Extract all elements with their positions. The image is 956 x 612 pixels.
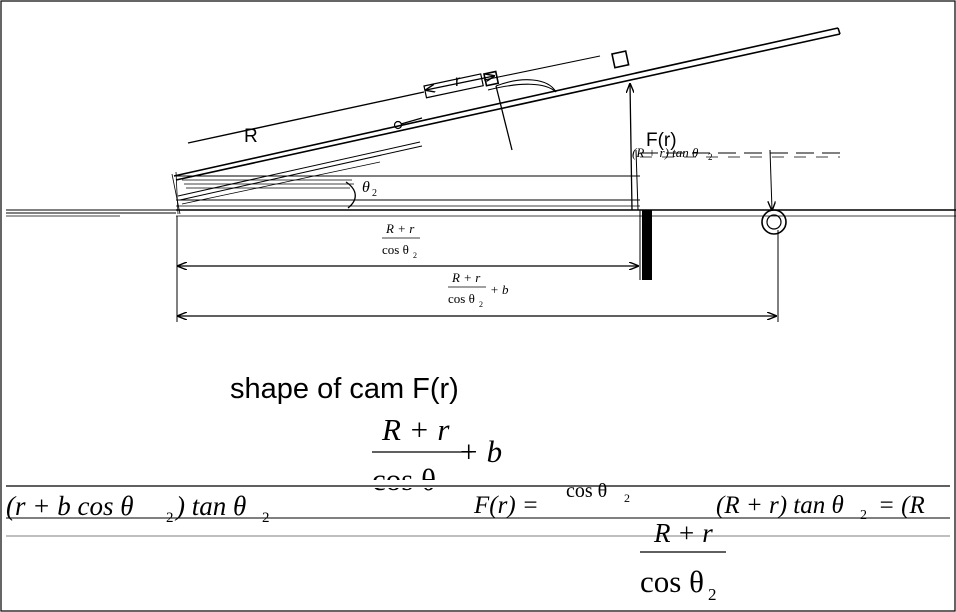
equation-right-tail: = (R xyxy=(878,492,925,519)
label-tan-fragment-sub: 2 xyxy=(708,152,713,162)
caption-title: shape of cam F(r) xyxy=(230,373,459,405)
svg-text:R + r: R + r xyxy=(451,270,481,285)
perpendicular-lines xyxy=(495,84,639,211)
dimension-1-label: R + r cos θ 2 xyxy=(382,221,420,260)
svg-text:cos θ: cos θ xyxy=(372,462,436,497)
label-theta: θ xyxy=(362,179,370,196)
label-tan-fragment: (R + r) tan θ xyxy=(632,145,699,160)
label-r: r xyxy=(455,73,461,90)
equation-left: (r + b cos θ xyxy=(6,491,133,521)
horizontal-rail xyxy=(176,152,840,207)
svg-text:cos θ: cos θ xyxy=(382,242,409,257)
cam-guide xyxy=(483,50,630,93)
svg-text:R + r: R + r xyxy=(653,518,713,548)
label-R: R xyxy=(244,126,258,147)
dimension-2-label: R + r cos θ 2 + b xyxy=(448,270,509,309)
svg-text:2: 2 xyxy=(413,251,417,260)
equation-right-sub: 2 xyxy=(860,508,867,523)
equation-bottom-fraction: R + r cos θ 2 xyxy=(640,518,726,604)
stopper-block xyxy=(642,210,652,280)
inclined-arm xyxy=(173,27,841,205)
dimension-extensions xyxy=(176,216,779,322)
label-theta-sub: 2 xyxy=(372,188,377,199)
ground-line xyxy=(6,209,956,217)
follower-hook xyxy=(393,73,484,130)
svg-text:+ b: + b xyxy=(490,282,509,297)
equation-mid-frac-top: cos θ xyxy=(566,480,607,502)
label-F: F(r) xyxy=(646,130,677,151)
svg-text:R + r: R + r xyxy=(385,221,415,236)
equation-right: (R + r) tan θ xyxy=(716,492,844,519)
roller-icon xyxy=(761,149,787,235)
svg-text:2: 2 xyxy=(479,300,483,309)
pivot-hatch xyxy=(171,171,354,215)
radius-r-dimension xyxy=(426,76,494,90)
equation-left-sub: 2 xyxy=(166,510,174,526)
svg-text:R + r: R + r xyxy=(381,412,450,447)
equation-left-tail-sub: 2 xyxy=(262,510,270,526)
svg-text:2: 2 xyxy=(708,585,717,604)
equation-mid: F(r) = xyxy=(473,492,539,519)
equation-left-tail: ) tan θ xyxy=(174,491,246,521)
svg-text:cos θ: cos θ xyxy=(448,291,475,306)
svg-text:cos θ: cos θ xyxy=(640,564,704,599)
caption-formula: R + r + b cos θ xyxy=(372,412,502,497)
svg-text:+ b: + b xyxy=(458,434,502,469)
equation-mid-frac-top-sub: 2 xyxy=(624,491,630,505)
angle-theta-arc xyxy=(345,181,356,209)
radius-R-line xyxy=(187,91,425,144)
equation-strip: (r + b cos θ 2 ) tan θ 2 F(r) = cos θ 2 … xyxy=(6,480,950,537)
